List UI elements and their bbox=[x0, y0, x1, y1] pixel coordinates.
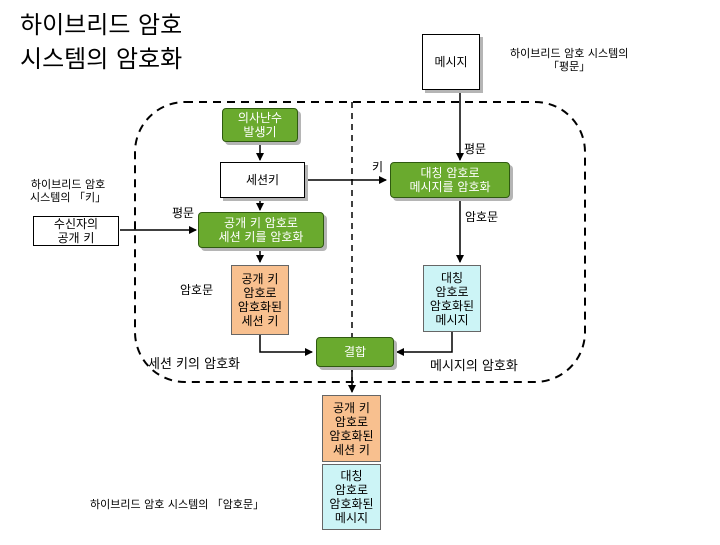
ciphertext-label-right: 암호문 bbox=[465, 210, 499, 224]
encrypted-message-box: 대칭 암호로 암호화된 메시지 bbox=[423, 265, 481, 332]
symmetric-encryption-box: 대칭 암호로 메시지를 암호화 bbox=[390, 162, 510, 198]
plaintext-label-right: 평문 bbox=[464, 142, 487, 156]
arrow-encmsg-to-combine bbox=[396, 332, 453, 356]
encryption-region-border bbox=[134, 101, 586, 383]
session-key-encryption-label: 세션 키의 암호화 bbox=[148, 357, 240, 372]
output-encrypted-session-key-box: 공개 키 암호로 암호화된 세션 키 bbox=[322, 395, 381, 462]
title-line-1: 하이브리드 암호 bbox=[20, 11, 183, 39]
output-encrypted-message-box: 대칭 암호로 암호화된 메시지 bbox=[322, 464, 381, 530]
session-key-box: 세션키 bbox=[220, 162, 305, 198]
arrow-encsk-to-combine bbox=[259, 335, 313, 356]
key-label: 키 bbox=[372, 160, 384, 174]
hybrid-key-label: 하이브리드 암호 시스템의 「키」 bbox=[30, 178, 107, 204]
plaintext-label-left: 평문 bbox=[172, 206, 195, 220]
title-line-2: 시스템의 암호화 bbox=[20, 45, 183, 73]
ciphertext-label-left: 암호문 bbox=[180, 283, 214, 297]
message-encryption-label: 메시지의 암호화 bbox=[430, 359, 518, 374]
combine-box: 결합 bbox=[316, 337, 394, 367]
hybrid-ciphertext-label: 하이브리드 암호 시스템의 「암호문」 bbox=[90, 498, 265, 511]
encrypted-session-key-box: 공개 키 암호로 암호화된 세션 키 bbox=[231, 265, 289, 335]
public-key-encryption-box: 공개 키 암호로 세션 키를 암호화 bbox=[198, 212, 324, 248]
receiver-public-key-box: 수신자의 공개 키 bbox=[33, 216, 119, 246]
hybrid-plaintext-label: 하이브리드 암호 시스템의 「평문」 bbox=[510, 47, 629, 73]
prng-box: 의사난수 발생기 bbox=[222, 108, 298, 142]
message-box: 메시지 bbox=[422, 34, 480, 90]
